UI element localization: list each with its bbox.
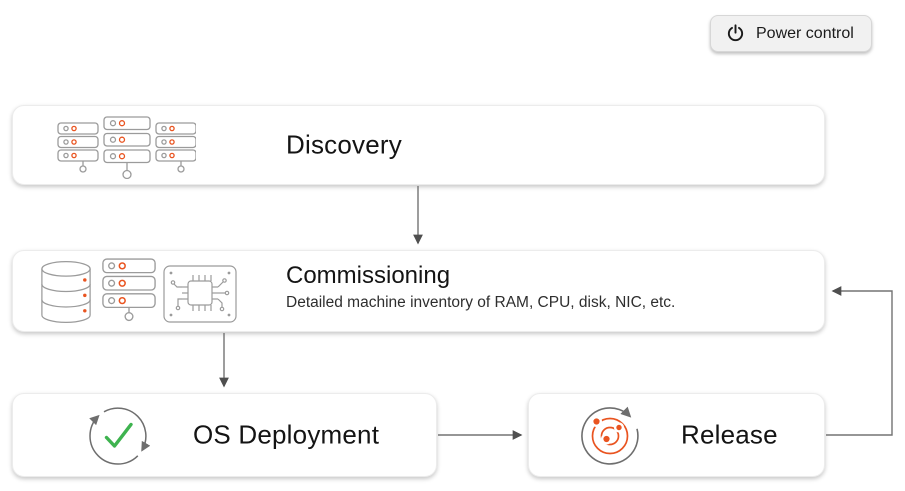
server-stack-icon	[102, 258, 156, 322]
node-commissioning: Commissioning Detailed machine inventory…	[12, 250, 825, 332]
node-os-deployment: OS Deployment	[12, 393, 437, 477]
power-control-label: Power control	[756, 24, 854, 42]
node-title-discovery: Discovery	[286, 129, 402, 160]
arrow-release-to-commissioning	[826, 286, 893, 436]
node-title-release: Release	[681, 419, 778, 450]
node-subtitle-commissioning: Detailed machine inventory of RAM, CPU, …	[286, 293, 676, 311]
power-icon	[727, 24, 744, 42]
sync-check-icon	[89, 407, 151, 465]
node-release: Release	[528, 393, 825, 477]
node-discovery: Discovery	[12, 105, 825, 185]
node-title-commissioning: Commissioning	[286, 262, 451, 289]
power-control-button[interactable]: Power control	[710, 15, 872, 52]
database-icon	[41, 260, 91, 323]
node-title-os-deployment: OS Deployment	[193, 419, 380, 450]
radar-icon	[581, 406, 639, 465]
server-racks-icon	[57, 116, 196, 179]
circuit-board-icon	[163, 265, 237, 323]
